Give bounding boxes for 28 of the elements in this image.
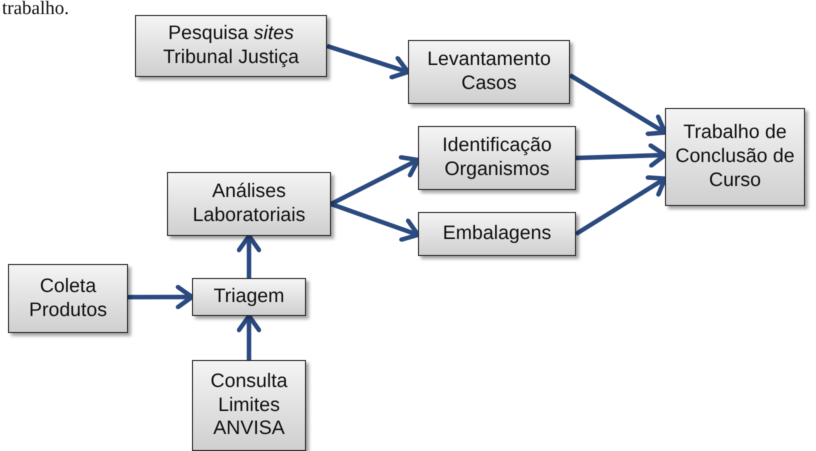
process-box xyxy=(418,212,576,256)
arrow xyxy=(330,155,420,206)
box-label: Triagem xyxy=(214,285,284,309)
box-label: Trabalho de Conclusão de Curso xyxy=(674,121,796,193)
process-box xyxy=(192,360,306,451)
box-label: Embalagens xyxy=(442,222,552,246)
arrow xyxy=(568,73,668,136)
box-label: Identificação Organismos xyxy=(441,134,553,182)
arrow xyxy=(326,44,410,80)
process-box xyxy=(8,264,128,333)
process-box xyxy=(408,40,570,104)
note-text: trabalho. xyxy=(2,0,70,20)
process-box xyxy=(418,126,576,190)
arrow xyxy=(576,143,668,168)
arrow xyxy=(236,234,262,278)
box-label: Levantamento Casos xyxy=(426,48,552,96)
box-label: Consulta Limites ANVISA xyxy=(210,370,288,442)
process-box xyxy=(135,15,327,77)
process-box xyxy=(167,172,331,236)
process-box xyxy=(192,278,306,316)
arrow xyxy=(236,314,262,360)
box-label: Pesquisa sites Tribunal Justiça xyxy=(162,22,300,70)
arrow xyxy=(330,202,420,242)
box-label: Coleta Produtos xyxy=(28,274,108,322)
arrow xyxy=(128,284,194,310)
process-box xyxy=(665,108,805,206)
arrow xyxy=(574,175,668,236)
box-label: Análises Laboratoriais xyxy=(192,180,306,228)
